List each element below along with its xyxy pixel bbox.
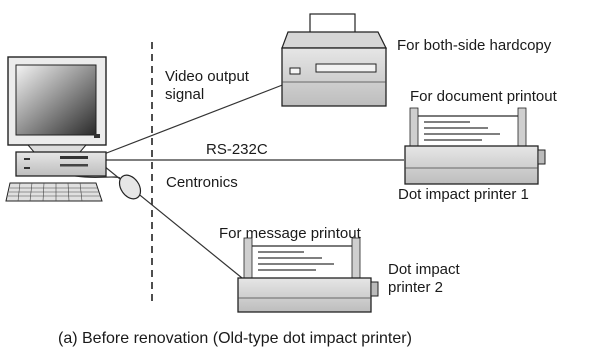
- label-video-output: Video output: [165, 68, 249, 85]
- laser-printer-icon: [281, 13, 387, 107]
- dot-impact-printer-1-icon: [404, 107, 546, 185]
- label-both-side-hardcopy: For both-side hardcopy: [397, 37, 552, 54]
- label-message-printout: For message printout: [219, 225, 361, 242]
- label-document-printout: For document printout: [410, 88, 557, 105]
- figure-caption: (a) Before renovation (Old-type dot impa…: [58, 330, 412, 347]
- label-dot-impact-printer-2-line1: Dot impact: [388, 261, 460, 278]
- label-centronics: Centronics: [166, 174, 238, 191]
- dot-impact-printer-2-icon: [237, 237, 379, 313]
- mouse: [118, 174, 142, 200]
- label-rs232c: RS-232C: [206, 141, 268, 158]
- label-dot-impact-printer-1: Dot impact printer 1: [398, 186, 529, 203]
- video-cable: [103, 83, 286, 155]
- label-dot-impact-printer-2-line2: printer 2: [388, 279, 444, 296]
- computer-icon: [5, 56, 142, 202]
- label-signal: signal: [165, 86, 205, 103]
